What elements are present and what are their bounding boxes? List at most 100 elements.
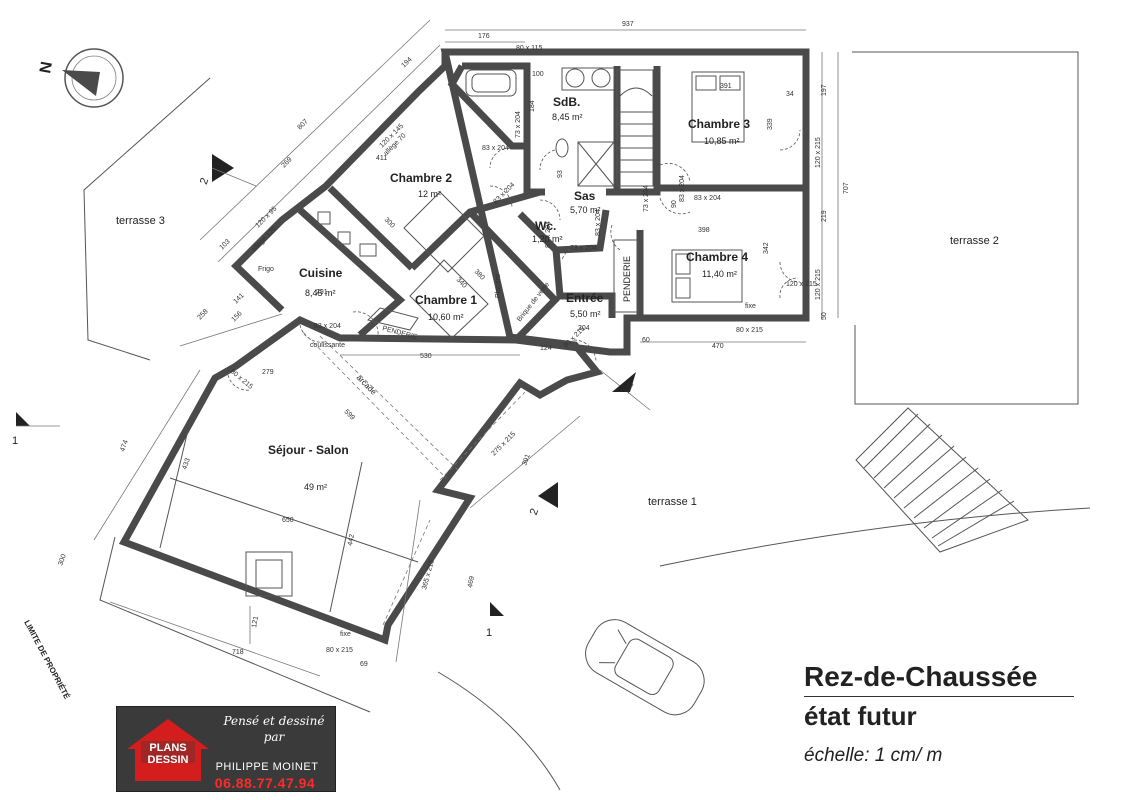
logo-credit: Pensé et dessiné par [215, 713, 333, 745]
plan-subtitle: état futur [804, 701, 917, 731]
title-block: Rez-de-Chaussée état futur échelle: 1 cm… [804, 660, 1104, 767]
dim-label: 411 [376, 155, 387, 162]
dim-label: 398 [698, 227, 710, 234]
dim-label: 937 [622, 21, 634, 28]
dim-label: 80 x 215 [326, 647, 353, 654]
room-name-cuisine: Cuisine [299, 266, 343, 280]
room-name-chambre1: Chambre 1 [415, 293, 477, 307]
car-icon [585, 619, 705, 716]
property-limit-label: LIMITE DE PROPRIÉTÉ [22, 619, 72, 702]
dim-label: 90 [671, 200, 678, 208]
dim-label: 391 [720, 83, 732, 90]
dim-label: 83 x 204 [545, 221, 552, 248]
dim-label: 339 [767, 118, 774, 130]
exterior-stairs [855, 407, 1029, 553]
dim-label: 100 [532, 71, 544, 78]
dim-label: 433 [181, 457, 192, 470]
room-area-chambre2: 12 m² [418, 189, 441, 199]
dim-label: 73 x 204 [643, 185, 650, 212]
section-cut-2-a: 2 [198, 176, 211, 186]
section-arrow-icon [16, 412, 30, 426]
furniture [159, 67, 745, 613]
dim-label: 380 [473, 268, 486, 281]
plan-scale: échelle: 1 cm/ m [804, 745, 943, 766]
dim-label: 124 [540, 345, 552, 352]
dim-label: 83 x 204 [482, 145, 509, 152]
placard-label: Placard [495, 274, 502, 298]
dim-label: 80 x 215 [229, 368, 254, 391]
dim-label: 80 x 115 [516, 45, 542, 52]
room-area-entree: 5,50 m² [570, 309, 601, 319]
dim-label: 83 x 204 [314, 323, 341, 330]
dim-label: 34 [786, 91, 794, 98]
exterior-walls [118, 48, 810, 645]
room-area-sdb: 8,45 m² [552, 112, 583, 122]
room-area-chambre4: 11,40 m² [702, 269, 737, 279]
logo-author-name: PHILIPPE MOINET [215, 761, 319, 773]
brique-label: Brique de verre [516, 281, 551, 323]
terrace-3-label: terrasse 3 [116, 215, 165, 227]
room-area-sejour: 49 m² [304, 482, 327, 492]
section-cut-1-b: 1 [486, 627, 492, 639]
logo-phone: 06.88.77.47.94 [214, 775, 316, 791]
plan-title: Rez-de-Chaussée [804, 661, 1038, 692]
logo-line-1: Pensé et dessiné [223, 714, 325, 728]
frigo-label: Frigo [258, 266, 274, 273]
coulissante-label: coulissante [310, 342, 345, 349]
dim-label: 391 [521, 453, 532, 466]
dim-label: 83 x 204 [595, 209, 602, 236]
dim-label: 219 [821, 210, 828, 222]
dim-label: 69 [360, 661, 368, 668]
dim-label: 197 [821, 84, 828, 96]
dim-label: 442 [347, 534, 356, 547]
section-markers: 2 2 1 1 [12, 154, 636, 639]
dim-label: 258 [196, 308, 209, 321]
allege-label-b: allège 120 [250, 226, 278, 254]
dim-label: 194 [400, 56, 413, 69]
fixe-label-b: fixe [340, 631, 351, 638]
dim-label: 599 [343, 408, 356, 421]
room-area-chambre3: 10,85 m² [704, 136, 740, 146]
room-name-sdb: SdB. [553, 95, 580, 109]
dim-label: 342 [763, 242, 770, 254]
dim-label: 83 x 204 [694, 195, 721, 202]
dim-label: 470 [712, 343, 724, 350]
dim-label: 73 x 204 [570, 245, 597, 252]
dim-label: 120 x 215 [786, 281, 817, 288]
section-arrow-icon [212, 154, 234, 182]
dim-label: 474 [119, 439, 130, 452]
room-name-entree: Entrée [566, 291, 604, 305]
penderie-label-a: PENDERIE [622, 256, 632, 302]
terrace-labels: terrasse 1 terrasse 2 terrasse 3 [116, 215, 999, 508]
author-logo: PLANS DESSIN Pensé et dessiné par PHILIP… [116, 706, 336, 792]
logo-brand-1: PLANS [149, 742, 186, 754]
closets [367, 239, 639, 331]
room-name-chambre4: Chambre 4 [686, 250, 748, 264]
dim-label: 93 [557, 170, 564, 178]
dim-label: 469 [467, 576, 476, 589]
dim-label: 718 [232, 649, 244, 656]
section-arrow-icon [490, 602, 504, 616]
room-area-chambre1: 10,60 m² [428, 312, 464, 322]
dim-label: 176 [478, 33, 490, 40]
terrace-2-label: terrasse 2 [950, 235, 999, 247]
room-area-sas: 5,70 m² [570, 205, 601, 215]
dim-label: 204 [578, 325, 590, 332]
terrace-outlines [83, 51, 1091, 791]
north-label: N [37, 60, 56, 74]
room-area-wc: 1,20 m² [532, 234, 563, 244]
room-name-chambre3: Chambre 3 [688, 117, 750, 131]
dim-label: 141 [232, 292, 245, 305]
room-name-wc: Wc. [535, 219, 556, 233]
dim-label: 269 [280, 156, 293, 169]
dim-label: 291 [316, 289, 328, 296]
house-logo-icon: PLANS DESSIN [127, 719, 209, 781]
interior-walls [297, 62, 806, 343]
dim-label: 80 x 215 [736, 327, 763, 334]
dim-label: 279 [262, 369, 274, 376]
north-arrow-icon: N [37, 48, 124, 108]
dimension-lines [93, 19, 839, 677]
dim-label: 275 x 215 [490, 431, 517, 458]
room-name-chambre2: Chambre 2 [390, 171, 452, 185]
dim-label: 807 [296, 118, 309, 131]
